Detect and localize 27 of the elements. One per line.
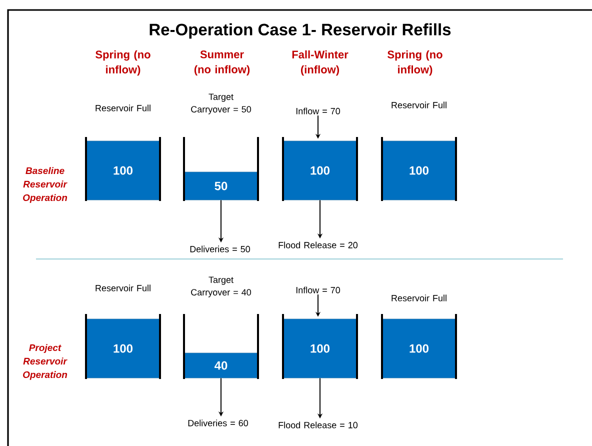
flow-label: Flood Release = 10 [278, 422, 358, 428]
reservoir-note: Target Carryover = 50 [191, 94, 252, 114]
season-heading: Spring (no inflow) [96, 50, 150, 76]
reservoir-tank: 100 [381, 314, 457, 379]
reservoir-tank: 100 [85, 314, 161, 379]
row-label: Baseline Reservoir Operation [23, 167, 68, 203]
flow-label: Inflow = 70 [296, 108, 340, 114]
reservoir-note: Reservoir Full [392, 294, 446, 302]
reservoir-note: Target Carryover = 40 [191, 276, 252, 298]
flow-label: Deliveries = 60 [188, 420, 248, 426]
reservoir-tank: 100 [85, 137, 161, 201]
reservoir-note: Reservoir Full [96, 284, 150, 292]
reservoir-note: Reservoir Full [392, 102, 446, 108]
flow-label: Inflow = 70 [296, 286, 340, 294]
reservoir-tank: 50 [183, 137, 259, 201]
season-heading: Summer (no inflow) [194, 50, 250, 76]
title: Re-Operation Case 1- Reservoir Refills [150, 23, 451, 39]
reservoir-tank: 100 [282, 314, 358, 379]
flow-label: Flood Release = 20 [278, 242, 358, 248]
season-heading: Fall-Winter (inflow) [292, 50, 348, 76]
flow-label: Deliveries = 50 [190, 246, 250, 252]
reservoir-note: Reservoir Full [96, 104, 150, 112]
reservoir-tank: 40 [183, 314, 259, 379]
season-heading: Spring (no inflow) [388, 50, 442, 76]
reservoir-tank: 100 [282, 137, 358, 201]
reservoir-tank: 100 [381, 137, 457, 201]
row-label: Project Reservoir Operation [23, 344, 68, 380]
